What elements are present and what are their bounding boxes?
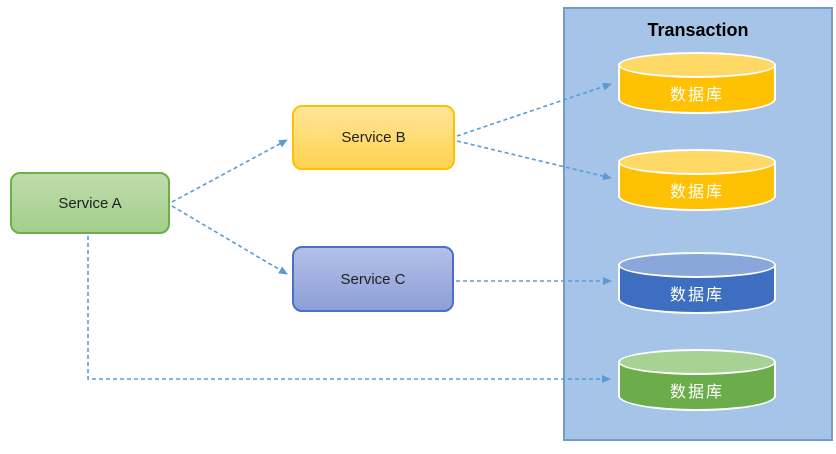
transaction-panel: Transaction 数据库 数据库 数据库 数据库 (563, 7, 833, 441)
service-b-node: Service B (292, 105, 455, 170)
transaction-panel-title: Transaction (647, 20, 749, 40)
database-label: 数据库 (669, 87, 724, 104)
database-cylinder-3: 数据库 (618, 252, 776, 314)
database-label: 数据库 (669, 184, 724, 201)
database-cylinder-top (618, 52, 776, 78)
database-cylinder-2: 数据库 (618, 149, 776, 211)
service-a-label: Service A (58, 194, 122, 212)
arrow-service-a-to-service-c (171, 205, 288, 275)
database-cylinder-top (618, 149, 776, 175)
database-label: 数据库 (669, 287, 724, 304)
database-cylinder-top (618, 349, 776, 375)
database-cylinder-1: 数据库 (618, 52, 776, 114)
service-c-node: Service C (292, 246, 454, 312)
service-a-node: Service A (10, 172, 170, 234)
database-label: 数据库 (669, 384, 724, 401)
service-c-label: Service C (340, 270, 406, 288)
service-b-label: Service B (341, 129, 406, 146)
database-cylinder-4: 数据库 (618, 349, 776, 411)
arrow-service-a-to-service-b (171, 139, 288, 203)
database-cylinder-top (618, 252, 776, 278)
